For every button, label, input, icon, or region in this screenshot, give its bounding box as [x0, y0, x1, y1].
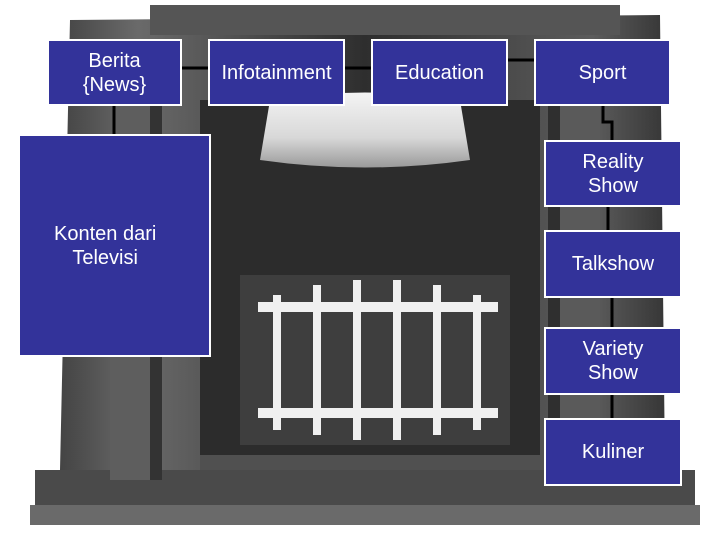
node-konten-label: Konten dari Televisi: [54, 223, 157, 269]
node-konten-dari-televisi: Konten dari Televisi: [18, 134, 211, 357]
node-berita: Berita {News}: [47, 39, 182, 106]
node-variety-show-label: Variety Show: [582, 338, 644, 384]
node-reality-show-label: Reality Show: [582, 150, 644, 197]
node-kuliner: Kuliner: [544, 418, 682, 486]
node-sport-label: Sport: [578, 61, 627, 84]
node-education: Education: [371, 39, 508, 106]
node-kuliner-label: Kuliner: [581, 441, 645, 463]
node-variety-show: Variety Show: [544, 327, 682, 395]
node-berita-label: Berita {News}: [82, 49, 147, 96]
node-infotainment: Infotainment: [208, 39, 345, 106]
node-infotainment-label: Infotainment: [221, 61, 332, 84]
node-talkshow: Talkshow: [544, 230, 682, 298]
node-reality-show: Reality Show: [544, 140, 682, 207]
node-education-label: Education: [395, 61, 484, 84]
node-sport: Sport: [534, 39, 671, 106]
connector-sport-reality: [601, 104, 614, 142]
node-talkshow-label: Talkshow: [571, 253, 655, 275]
